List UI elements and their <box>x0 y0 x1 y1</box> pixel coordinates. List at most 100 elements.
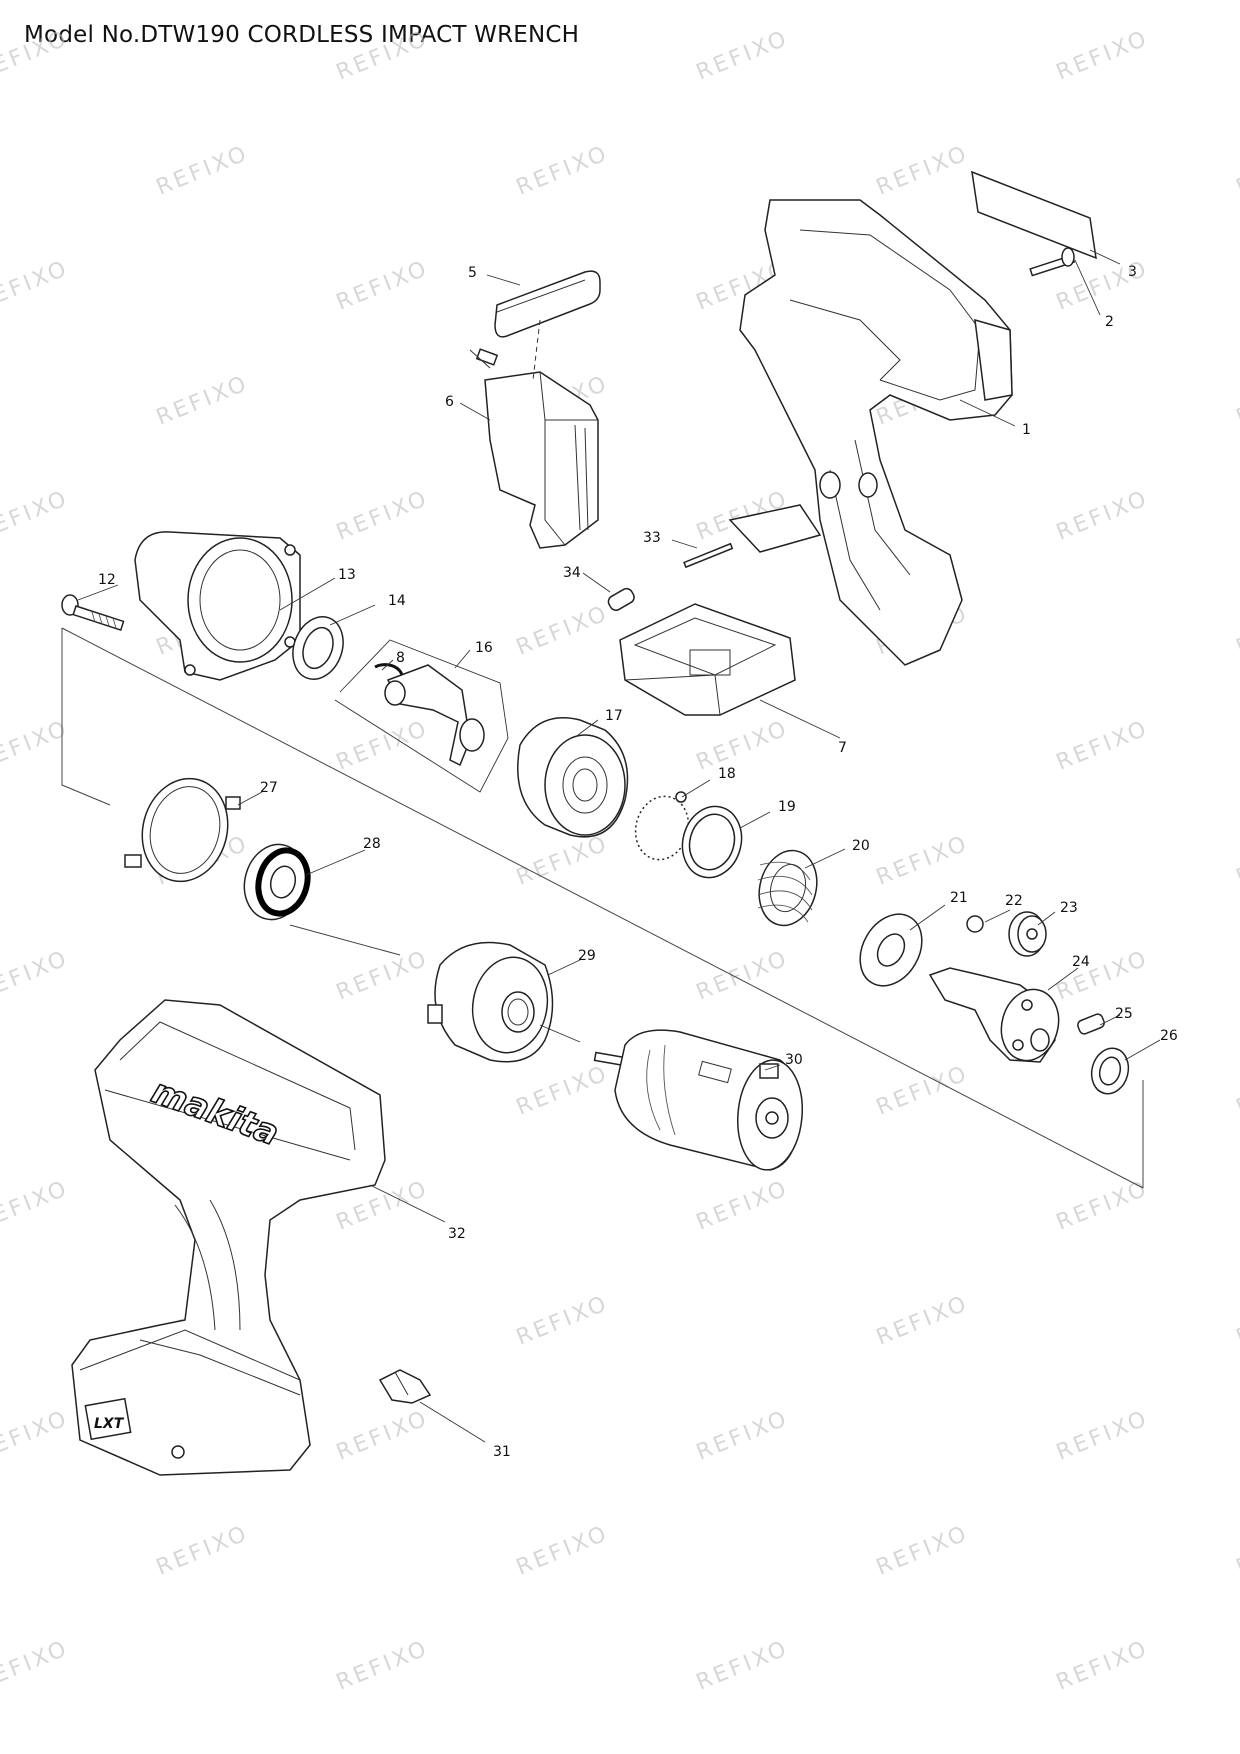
label-part-21: 21 <box>950 890 968 906</box>
watermark-text: REFIXO <box>153 1521 253 1581</box>
label-part-25: 25 <box>1115 1006 1133 1022</box>
watermark-text: REFIXO <box>513 831 613 891</box>
watermark-text: REFIXO <box>333 486 433 546</box>
label-part-3: 3 <box>1128 264 1137 280</box>
watermark-text: REFIXO <box>1233 1291 1240 1351</box>
callout-labels: 1 2 3 5 6 7 8 12 13 14 16 17 18 19 20 21… <box>98 264 1178 1460</box>
watermark-text: REFIXO <box>693 1406 793 1466</box>
watermark-text: REFIXO <box>0 946 72 1006</box>
part-33-pin <box>683 542 734 569</box>
label-part-32: 32 <box>448 1226 466 1242</box>
leader-lines <box>77 249 1161 1443</box>
part-12-bolt <box>61 594 125 631</box>
label-part-6: 6 <box>445 394 454 410</box>
label-part-1: 1 <box>1022 422 1031 438</box>
watermark-text: REFIXO <box>153 141 253 201</box>
watermark-text: REFIXO <box>333 716 433 776</box>
watermark-text: REFIXO <box>1233 1521 1240 1581</box>
watermark-text: REFIXO <box>1233 141 1240 201</box>
label-part-7: 7 <box>838 740 847 756</box>
label-part-8: 8 <box>396 650 405 666</box>
watermark-text: REFIXO <box>873 831 973 891</box>
watermark-text: REFIXO <box>513 601 613 661</box>
part-7-terminal <box>619 603 796 716</box>
label-part-24: 24 <box>1072 954 1090 970</box>
part-27-ring <box>124 777 241 883</box>
label-part-19: 19 <box>778 799 796 815</box>
part-21-washer <box>859 913 923 987</box>
watermark-text: REFIXO <box>0 1176 72 1236</box>
watermark-text: REFIXO <box>1053 1406 1153 1466</box>
label-part-16: 16 <box>475 640 493 656</box>
watermark-text: REFIXO <box>513 1521 613 1581</box>
watermark-text: REFIXO <box>0 486 72 546</box>
part-6-switch <box>469 348 599 549</box>
watermark-text: REFIXO <box>693 946 793 1006</box>
watermark-text: REFIXO <box>873 1061 973 1121</box>
part-16-anvil-group <box>334 639 509 793</box>
watermark-text: REFIXO <box>693 1636 793 1696</box>
label-part-29: 29 <box>578 948 596 964</box>
watermark-text: REFIXO <box>873 1291 973 1351</box>
watermark-text: REFIXO <box>0 256 72 316</box>
watermark-layer: REFIXO REFIXO REFIXO REFIXO REFIXO REFIXO REFI… <box>0 26 1240 1754</box>
watermark-text: REFIXO <box>333 256 433 316</box>
part-26-washer <box>1090 1047 1130 1095</box>
part-31-clip <box>378 1369 432 1404</box>
part-34-sleeve <box>607 587 635 611</box>
watermark-text: REFIXO <box>693 1176 793 1236</box>
part-13-hammer-case <box>134 531 301 681</box>
part-25-pin <box>1077 1013 1105 1035</box>
part-32-housing-set: makita LXT <box>71 999 386 1476</box>
watermark-text: REFIXO <box>693 716 793 776</box>
part-29-bearing-box <box>427 941 554 1063</box>
watermark-text: REFIXO <box>1053 716 1153 776</box>
watermark-text: REFIXO <box>0 26 72 86</box>
part-14-washer <box>292 616 344 680</box>
watermark-text: REFIXO <box>1233 601 1240 661</box>
label-part-23: 23 <box>1060 900 1078 916</box>
label-part-33: 33 <box>643 530 661 546</box>
watermark-text: REFIXO <box>513 1061 613 1121</box>
part-20-compression-spring <box>757 849 818 927</box>
watermark-text: REFIXO <box>693 26 793 86</box>
label-part-12: 12 <box>98 572 116 588</box>
watermark-text: REFIXO <box>0 1636 72 1696</box>
label-part-27: 27 <box>260 780 278 796</box>
part-17-hammer <box>517 717 629 838</box>
label-part-28: 28 <box>363 836 381 852</box>
part-19-flat-washer <box>681 805 743 879</box>
watermark-text: REFIXO <box>1053 486 1153 546</box>
part-2-screw <box>1029 247 1076 277</box>
watermark-text: REFIXO <box>1233 1061 1240 1121</box>
label-part-5: 5 <box>468 265 477 281</box>
watermark-text: REFIXO <box>333 1406 433 1466</box>
label-part-17: 17 <box>605 708 623 724</box>
part-3-nameplate <box>971 170 1097 260</box>
label-part-13: 13 <box>338 567 356 583</box>
part-24-spindle <box>928 967 1060 1063</box>
label-part-20: 20 <box>852 838 870 854</box>
label-part-2: 2 <box>1105 314 1114 330</box>
part-28-ball-bearing <box>243 843 311 921</box>
part-18-steel-ball <box>634 791 690 861</box>
watermark-text: REFIXO <box>1233 371 1240 431</box>
label-part-34: 34 <box>563 565 581 581</box>
part-5-switch-lever <box>494 270 601 338</box>
watermark-text: REFIXO <box>873 1521 973 1581</box>
watermark-text: REFIXO <box>333 946 433 1006</box>
part-23-spur-gear <box>1008 911 1047 957</box>
lxt-badge-text: LXT <box>94 1416 125 1432</box>
part-22-steel-ball <box>966 915 984 933</box>
watermark-text: REFIXO <box>873 141 973 201</box>
watermark-text: REFIXO <box>1053 1636 1153 1696</box>
label-part-22: 22 <box>1005 893 1023 909</box>
label-part-31: 31 <box>493 1444 511 1460</box>
watermark-text: REFIXO <box>153 371 253 431</box>
watermark-text: REFIXO <box>1053 26 1153 86</box>
label-part-18: 18 <box>718 766 736 782</box>
watermark-text: REFIXO <box>513 1291 613 1351</box>
watermark-text: REFIXO <box>333 26 433 86</box>
label-part-26: 26 <box>1160 1028 1178 1044</box>
